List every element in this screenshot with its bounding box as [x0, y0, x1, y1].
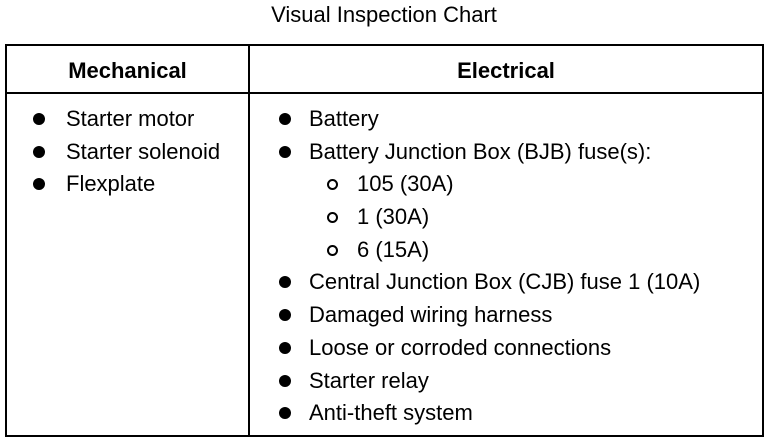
list-item: Central Junction Box (CJB) fuse 1 (10A): [250, 266, 762, 299]
list-item: Damaged wiring harness: [250, 299, 762, 332]
filled-bullet-icon: [279, 145, 291, 158]
list-item-text: Flexplate: [66, 171, 156, 197]
list-item: Battery: [250, 103, 762, 136]
electrical-list: Battery Battery Junction Box (BJB) fuse(…: [250, 103, 762, 430]
hollow-bullet-icon: [327, 179, 338, 191]
list-item-text: Battery Junction Box (BJB) fuse(s):: [309, 138, 652, 164]
list-item: Flexplate: [7, 168, 248, 201]
list-item: Starter relay: [250, 365, 762, 398]
list-item-text: 6 (15A): [357, 236, 430, 262]
page-title: Visual Inspection Chart: [271, 2, 497, 27]
list-item-text: 1 (30A): [357, 204, 430, 230]
filled-bullet-icon: [279, 113, 291, 125]
filled-bullet-icon: [279, 374, 291, 387]
sub-list-item: 105 (30A): [250, 168, 762, 201]
column-divider: [248, 46, 250, 435]
sub-list-item: 6 (15A): [250, 234, 762, 267]
hollow-bullet-icon: [327, 244, 338, 256]
list-item: Starter solenoid: [7, 136, 248, 169]
list-item-text: Starter motor: [66, 106, 195, 131]
list-item-text: Loose or corroded connections: [309, 334, 612, 360]
list-item-text: Central Junction Box (CJB) fuse 1 (10A): [309, 269, 701, 295]
list-item: Battery Junction Box (BJB) fuse(s):: [250, 136, 762, 169]
filled-bullet-icon: [279, 309, 291, 322]
mechanical-list: Starter motor Starter solenoid Flexplate: [7, 103, 248, 201]
list-item-text: Starter relay: [309, 367, 429, 393]
sub-list-item: 1 (30A): [250, 201, 762, 234]
header-divider: [7, 92, 762, 94]
mechanical-column-header: Mechanical: [68, 58, 187, 83]
list-item-text: Damaged wiring harness: [309, 302, 553, 328]
filled-bullet-icon: [33, 145, 45, 158]
list-item-text: 105 (30A): [357, 171, 454, 197]
list-item-text: Battery: [309, 106, 379, 131]
inspection-table: Mechanical Electrical Starter motor Star…: [5, 44, 764, 437]
filled-bullet-icon: [279, 407, 291, 420]
filled-bullet-icon: [33, 113, 45, 125]
list-item: Starter motor: [7, 103, 248, 136]
electrical-column-header: Electrical: [457, 58, 555, 83]
list-item-text: Anti-theft system: [309, 400, 473, 426]
hollow-bullet-icon: [327, 212, 338, 224]
filled-bullet-icon: [279, 276, 291, 289]
filled-bullet-icon: [33, 178, 45, 191]
list-item: Anti-theft system: [250, 397, 762, 430]
list-item-text: Starter solenoid: [66, 138, 221, 164]
list-item: Loose or corroded connections: [250, 332, 762, 365]
filled-bullet-icon: [279, 341, 291, 354]
